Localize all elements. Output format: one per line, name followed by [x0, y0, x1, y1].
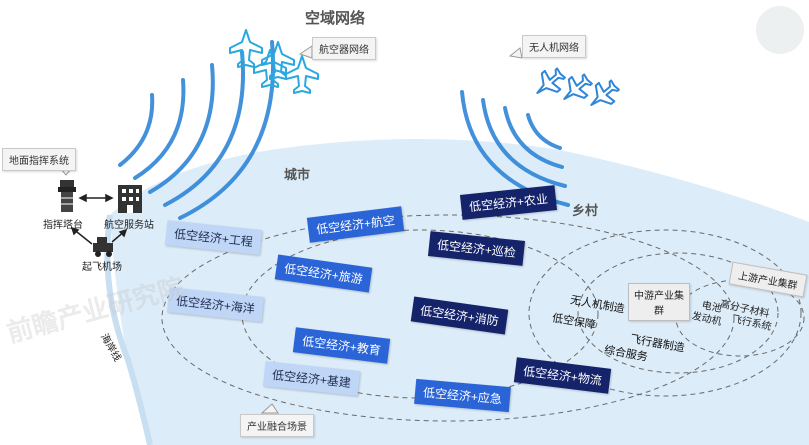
village-ellipse	[528, 229, 802, 397]
scene-callout: 产业融合场景	[240, 414, 314, 437]
watermark-logo	[756, 6, 804, 54]
airspace-title: 空域网络	[305, 10, 366, 27]
service-station-label: 航空服务站	[104, 220, 154, 231]
midstream-ellipse	[577, 252, 779, 374]
airfield-label: 起飞机场	[82, 262, 122, 273]
control-tower-icon	[58, 180, 76, 212]
drone-network-callout: 无人机网络	[522, 35, 586, 58]
aviation-plane-icons	[229, 29, 319, 94]
ground-link-arrows	[70, 193, 128, 245]
control-tower-label: 指挥塔台	[43, 220, 83, 231]
service-station-icon	[118, 185, 142, 213]
aviation-network-callout: 航空器网络	[312, 37, 376, 60]
city-zone-label: 城市	[284, 167, 311, 182]
village-zone-label: 乡村	[572, 203, 599, 218]
ground-command-callout: 地面指挥系统	[2, 148, 76, 171]
outer-ellipse	[161, 214, 735, 422]
midstream-cluster-box: 中游产业集群	[628, 283, 690, 321]
drone-icons	[536, 67, 620, 106]
airfield-vehicle-icon	[93, 237, 113, 257]
